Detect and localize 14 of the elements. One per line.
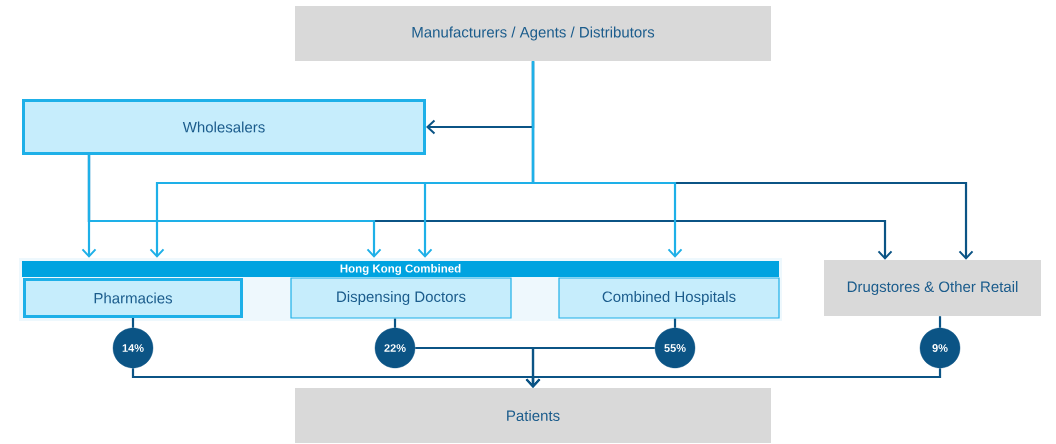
arrow (87, 155, 382, 258)
process-box: Drugstores & Other Retail (824, 260, 1041, 316)
process-box: Pharmacies (23, 278, 243, 318)
process-box: Combined Hospitals (558, 277, 780, 319)
arrow (525, 368, 942, 388)
connector-line (938, 316, 942, 328)
process-box: Patients (295, 388, 771, 443)
process-box: Dispensing Doctors (290, 277, 512, 319)
connector-line (131, 318, 135, 328)
connector-line (393, 318, 397, 328)
process-box: Wholesalers (22, 99, 426, 155)
connector-line (673, 318, 677, 328)
arrow (531, 61, 683, 258)
process-box: Manufacturers / Agents / Distributors (295, 6, 771, 61)
